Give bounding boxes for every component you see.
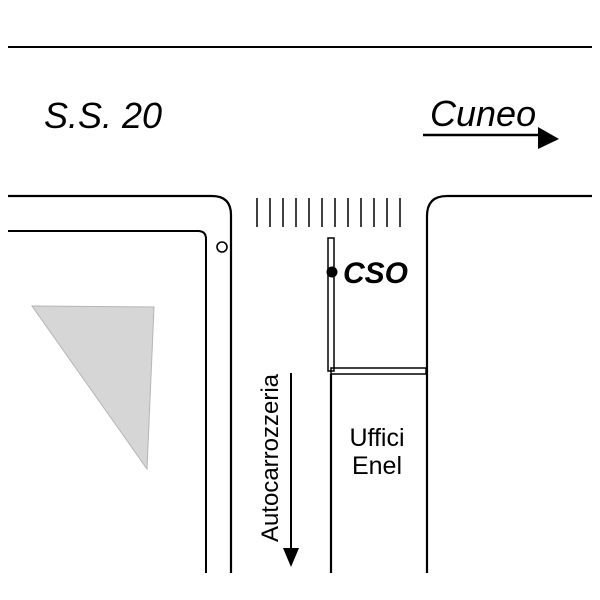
crossing-hatch-marks [256, 198, 401, 227]
left-road-inner-edge [8, 230, 207, 573]
building-label-line1: Uffici [349, 424, 404, 452]
main-road-label: S.S. 20 [44, 95, 162, 136]
cso-wall [327, 237, 335, 372]
corner-triangle [31, 305, 155, 471]
cso-point-marker [326, 266, 338, 278]
right-arrow-icon [538, 127, 559, 149]
pole-marker [216, 241, 228, 253]
down-arrow-head [283, 548, 299, 567]
right-road-edge [425, 194, 592, 573]
direction-label: Cuneo [430, 93, 536, 134]
side-activity-label: Autocarrozzeria [257, 373, 284, 542]
left-road-outer-edge [8, 194, 233, 573]
building-top-edge [330, 367, 427, 375]
cso-label: CSO [343, 257, 408, 290]
building-label-line2: Enel [352, 452, 402, 480]
